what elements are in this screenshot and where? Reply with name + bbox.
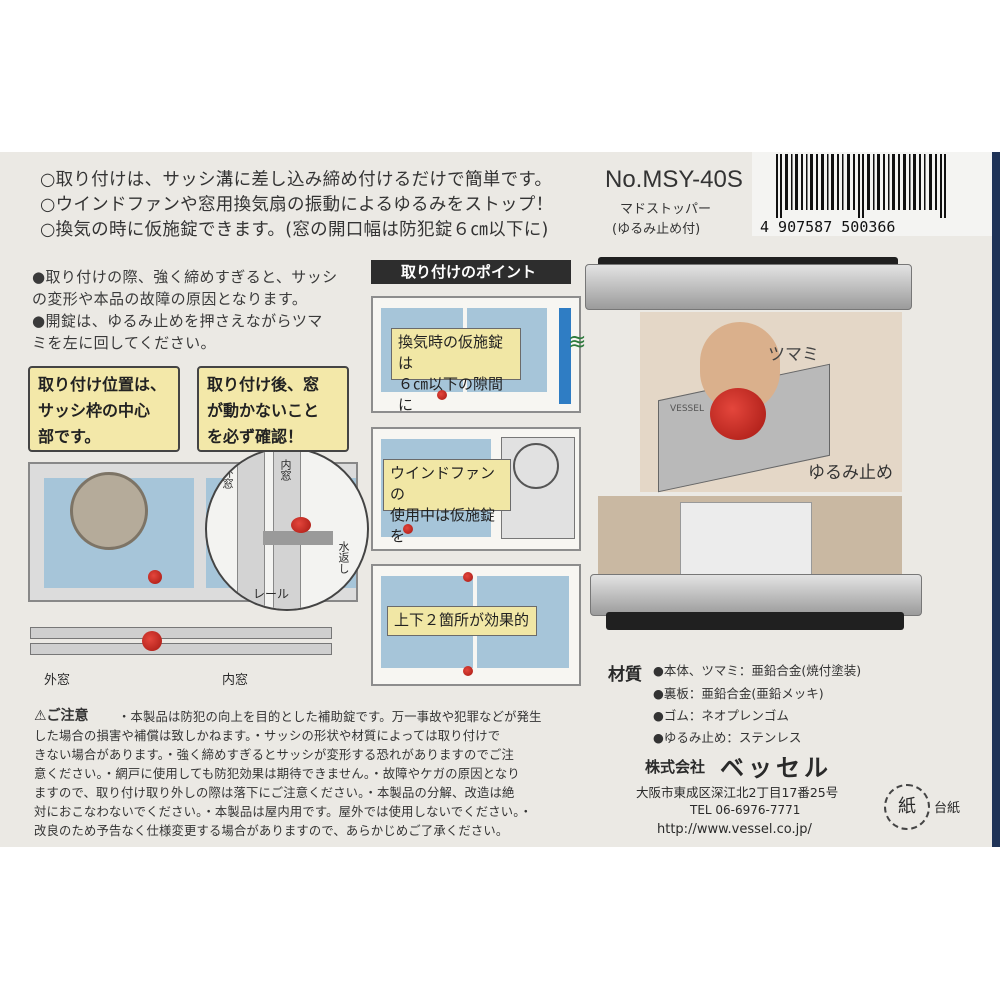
caution-line: きない場合があります。・強く締めすぎるとサッシが変形する恐れがありますのでご注 — [34, 748, 514, 762]
company-url[interactable]: http://www.vessel.co.jp/ — [657, 822, 812, 837]
fan-icon — [513, 443, 559, 489]
material-item: ●本体、ツマミ：亜鉛合金(焼付塗装) — [653, 663, 862, 678]
caution-line: 改良のため予告なく仕様変更する場合がありますので、あらかじめご了承ください。 — [34, 824, 509, 838]
caution-heading: ⚠ご注意 — [34, 708, 89, 724]
label-tsumami: ツマミ — [768, 345, 819, 365]
model-number: No.MSY-40S — [605, 166, 743, 193]
lock-icon — [403, 524, 413, 534]
material-item: ●裏板：亜鉛合金(亜鉛メッキ) — [653, 686, 824, 701]
material-item: ●ゆるみ止め：ステンレス — [653, 730, 802, 745]
recycle-icon: 紙 — [884, 784, 930, 830]
callout-after: 取り付け後、窓 が動かないこと を必ず確認！ — [197, 366, 349, 452]
lock-icon — [148, 570, 162, 584]
callout-position: 取り付け位置は、 サッシ枠の中心 部です。 — [28, 366, 180, 452]
package-card: ○取り付けは、サッシ溝に差し込み締め付けるだけで簡単です。 ○ウインドファンや窓… — [0, 152, 1000, 847]
note-line: ミを左に回してください。 — [32, 334, 216, 352]
panel-fan-text: ウインドファンの使用中は仮施錠を — [383, 459, 511, 545]
label-outer-window: 外窓 — [44, 673, 71, 688]
hole-icon — [70, 472, 148, 550]
feature-line: ○取り付けは、サッシ溝に差し込み締め付けるだけで簡単です。 — [40, 170, 553, 190]
lock-icon — [437, 390, 447, 400]
note-line: ●開錠は、ゆるみ止めを押さえながらツマ — [32, 312, 323, 330]
company-prefix: 株式会社 — [645, 758, 706, 776]
caution-line: 意ください。・網戸に使用しても防犯効果は期待できません。・故障やケガの原因となり — [34, 767, 520, 781]
lock-icon — [463, 572, 473, 582]
lock-icon — [142, 631, 162, 651]
caution-line: 対におこなわないでください。・本製品は屋内用です。屋外では使用しないでください。… — [34, 805, 533, 819]
product-rubber-bottom — [606, 612, 904, 630]
feature-line: ○ウインドファンや窓用換気扇の振動によるゆるみをストップ！ — [40, 195, 554, 215]
lock-icon — [463, 666, 473, 676]
panel-two-places-text: 上下２箇所が効果的 — [387, 606, 537, 636]
materials-heading: 材質 — [608, 665, 642, 685]
panel-two-places: 上下２箇所が効果的 — [371, 564, 581, 686]
product-subtitle: (ゆるみ止め付) — [612, 222, 701, 237]
label-rail: レール — [253, 587, 290, 601]
product-plate-top — [585, 264, 912, 310]
rail-section — [30, 619, 332, 663]
company-name: ベッセル — [720, 754, 832, 782]
label-inner-window: 内窓 — [279, 459, 292, 481]
barcode-number: 4 907587 500366 — [760, 218, 895, 236]
panel-fan: ウインドファンの使用中は仮施錠を — [371, 427, 581, 551]
airflow-icon: ≋ — [568, 330, 587, 355]
recycle-label: 台紙 — [934, 801, 961, 816]
product-clamp — [680, 502, 812, 584]
label-water-stop: 水返し — [337, 541, 350, 574]
lock-icon — [291, 517, 311, 533]
knob-icon — [710, 388, 766, 440]
label-inner-window: 内窓 — [222, 673, 249, 688]
brand-label: VESSEL — [670, 404, 704, 414]
label-outer-window: 外窓 — [221, 467, 234, 489]
caution-line: ますので、取り付け取り外しの際は落下にご注意ください。・本製品の分解、改造は絶 — [34, 786, 515, 800]
feature-line: ○換気の時に仮施錠できます。(窓の開口幅は防犯錠６㎝以下に) — [40, 220, 549, 240]
product-plate-bottom — [590, 574, 922, 616]
caution-line: ・本製品は防犯の向上を目的とした補助錠です。万一事故や犯罪などが発生 — [118, 710, 542, 724]
label-yurumi-dome: ゆるみ止め — [808, 463, 893, 483]
package-edge — [992, 152, 1000, 847]
note-line: ●取り付けの際、強く締めすぎると、サッシ — [32, 268, 338, 286]
barcode-image: 4 907587 500366 — [752, 152, 992, 236]
material-item: ●ゴム：ネオプレンゴム — [653, 708, 789, 723]
product-photo: VESSEL — [640, 312, 902, 493]
company-address: 大阪市東成区深江北2丁目17番25号 — [636, 785, 839, 800]
note-line: の変形や本品の故障の原因となります。 — [32, 290, 308, 308]
company-tel: TEL 06-6976-7771 — [690, 803, 801, 817]
point-heading: 取り付けのポイント — [371, 260, 571, 284]
magnify-circle: 外窓 内窓 レール 水返し — [205, 447, 369, 611]
caution-line: した場合の損害や補償は致しかねます。・サッシの形状や材質によっては取り付けで — [34, 729, 501, 743]
product-name: マドストッパー — [620, 202, 712, 217]
